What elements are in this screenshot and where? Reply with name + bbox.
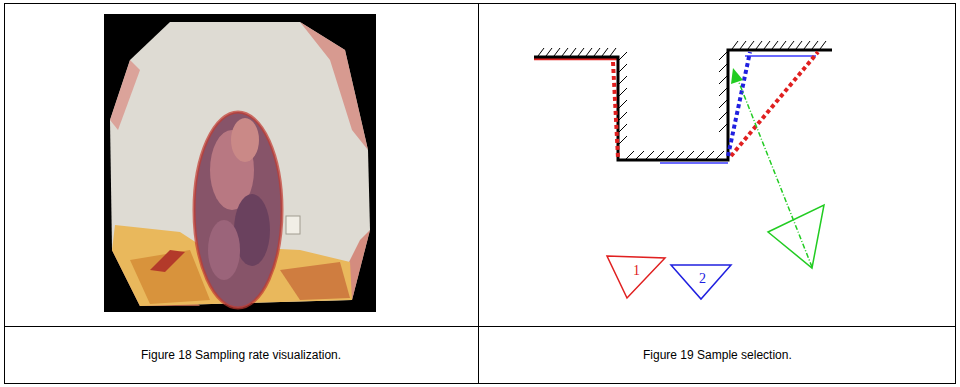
- camera-triangle: 2: [670, 264, 732, 300]
- triangle-shape: [607, 256, 665, 298]
- figure-caption: Figure 19 Sample selection.: [643, 348, 792, 362]
- sampling-photo: [104, 14, 376, 312]
- green-arrowhead: [731, 68, 743, 84]
- sample-selection-drawing: [534, 41, 832, 268]
- camera-triangle: 1: [606, 254, 666, 300]
- blue-sample-segment: [660, 162, 728, 164]
- red-ray: [613, 62, 618, 158]
- camera-number: 1: [633, 263, 640, 279]
- figure-caption: Figure 18 Sampling rate visualization.: [141, 348, 341, 362]
- camera-number: 2: [699, 271, 706, 287]
- green-camera: [768, 205, 824, 268]
- red-ray: [731, 52, 818, 156]
- blue-sample-segment: [745, 55, 816, 57]
- wall-profile: [534, 50, 832, 160]
- table-grid: [5, 4, 956, 384]
- triangle-shape: [671, 265, 731, 299]
- blue-ray: [728, 52, 750, 156]
- green-ray: [738, 80, 812, 267]
